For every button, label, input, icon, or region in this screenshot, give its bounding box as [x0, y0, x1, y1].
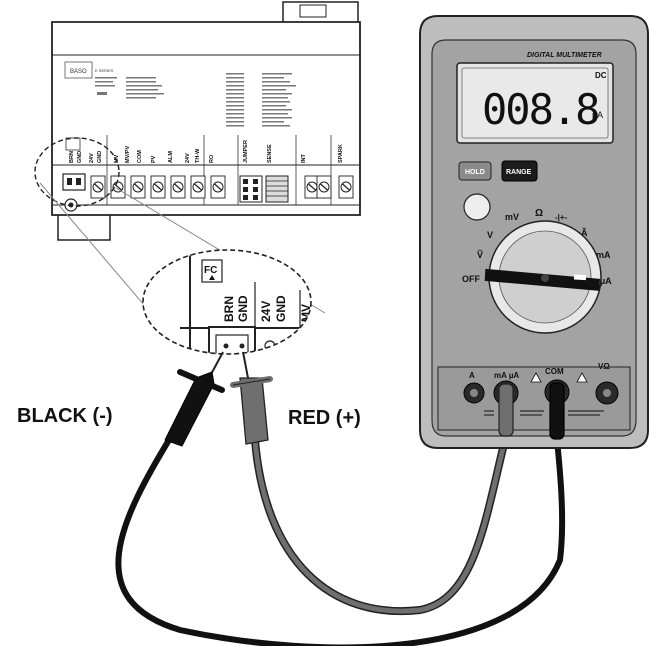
black-lead-wire: [115, 432, 566, 646]
zoom-terminal-label: GND: [236, 295, 250, 322]
board-terminal-label: GND: [77, 151, 83, 163]
dial-v-dc: V: [487, 230, 493, 240]
board-terminal-label: 24V: [185, 153, 191, 163]
power-button[interactable]: [463, 193, 491, 221]
screw-terminal: [190, 175, 206, 199]
screw-terminal: [338, 175, 354, 199]
screw-terminal: [130, 175, 146, 199]
board-terminal-label: PV: [151, 155, 157, 163]
jack-com[interactable]: [544, 379, 570, 440]
jack-com-label: COM: [545, 367, 564, 376]
red-lead-label: RED (+): [288, 407, 361, 429]
zoom-terminal-label: 24V: [259, 301, 273, 322]
range-label: RANGE: [506, 169, 532, 176]
screw-terminal: [316, 175, 332, 199]
multimeter: DIGITAL MULTIMETER DC 008.8 µA HOLD RANG…: [419, 15, 649, 449]
black-lead-label: BLACK (-): [17, 405, 113, 427]
jack-ma-ua[interactable]: [493, 380, 519, 437]
lcd-reading: 008.8: [482, 85, 598, 134]
board-screw-terminals: [90, 175, 354, 199]
dial-a-ac: Ã: [581, 228, 588, 238]
board-terminal-label: JUMPER: [243, 140, 249, 163]
dial-off: OFF: [462, 274, 480, 284]
screw-terminal: [150, 175, 166, 199]
board-terminal-label: SPARK: [338, 144, 344, 163]
red-probe: [230, 351, 273, 445]
zoom-terminal-label: BRN: [222, 296, 236, 322]
screw-terminal: [210, 175, 226, 199]
dial-ua: µA: [600, 276, 612, 286]
jack-v-ohm[interactable]: [595, 381, 619, 405]
zoom-terminal-label: GND: [274, 295, 288, 322]
dial-legends: OFF Ṽ V mV Ω -|+- Ã mA µA: [462, 208, 612, 286]
zoom-fc-label: FC: [204, 265, 217, 276]
dial-ohm: Ω: [535, 208, 543, 219]
board-series: E SERIES: [95, 68, 114, 73]
dial-mv: mV: [505, 212, 519, 222]
hold-label: HOLD: [465, 169, 485, 176]
meter-brand: DIGITAL MULTIMETER: [527, 52, 602, 59]
screw-terminal: [110, 175, 126, 199]
jack-ma-label: mA µA: [494, 371, 519, 380]
test-leads: [115, 351, 566, 646]
board-terminal-label: RO: [209, 154, 215, 163]
board-terminal-label: SENSE: [267, 144, 273, 163]
screw-terminal: [90, 175, 106, 199]
board-terminal-label: ALM: [168, 151, 174, 163]
range-button[interactable]: RANGE: [501, 160, 538, 182]
dial-v-ac: Ṽ: [477, 250, 483, 260]
board-maker: BASO: [70, 69, 87, 75]
dial-ma: mA: [596, 250, 611, 260]
board-terminal-label: COM: [137, 150, 143, 163]
warning-icon: [576, 372, 588, 383]
board-terminal-label: INT: [301, 154, 307, 164]
board-terminal-label: MV/PV: [125, 146, 131, 163]
board-terminal-label: TH-W: [195, 148, 201, 163]
red-lead-wire: [251, 436, 509, 616]
lcd-unit: µA: [592, 110, 603, 120]
lcd-mode: DC: [595, 71, 607, 80]
dial-diode: -|+-: [555, 213, 568, 222]
jack-a[interactable]: [463, 382, 485, 404]
board-terminal-label: MV: [114, 154, 120, 163]
rotary-dial[interactable]: [484, 220, 602, 334]
jack-v-label: VΩ: [598, 362, 610, 371]
black-probe: [164, 351, 225, 447]
board-terminal-label: GND: [97, 151, 103, 163]
board-terminal-label: 24V: [89, 153, 95, 163]
warning-icon: [530, 372, 542, 383]
board-terminal-label: BRN: [69, 151, 75, 163]
screw-terminal: [304, 175, 320, 199]
screw-terminal: [170, 175, 186, 199]
hold-button[interactable]: HOLD: [458, 161, 492, 181]
jack-a-label: A: [469, 371, 475, 380]
